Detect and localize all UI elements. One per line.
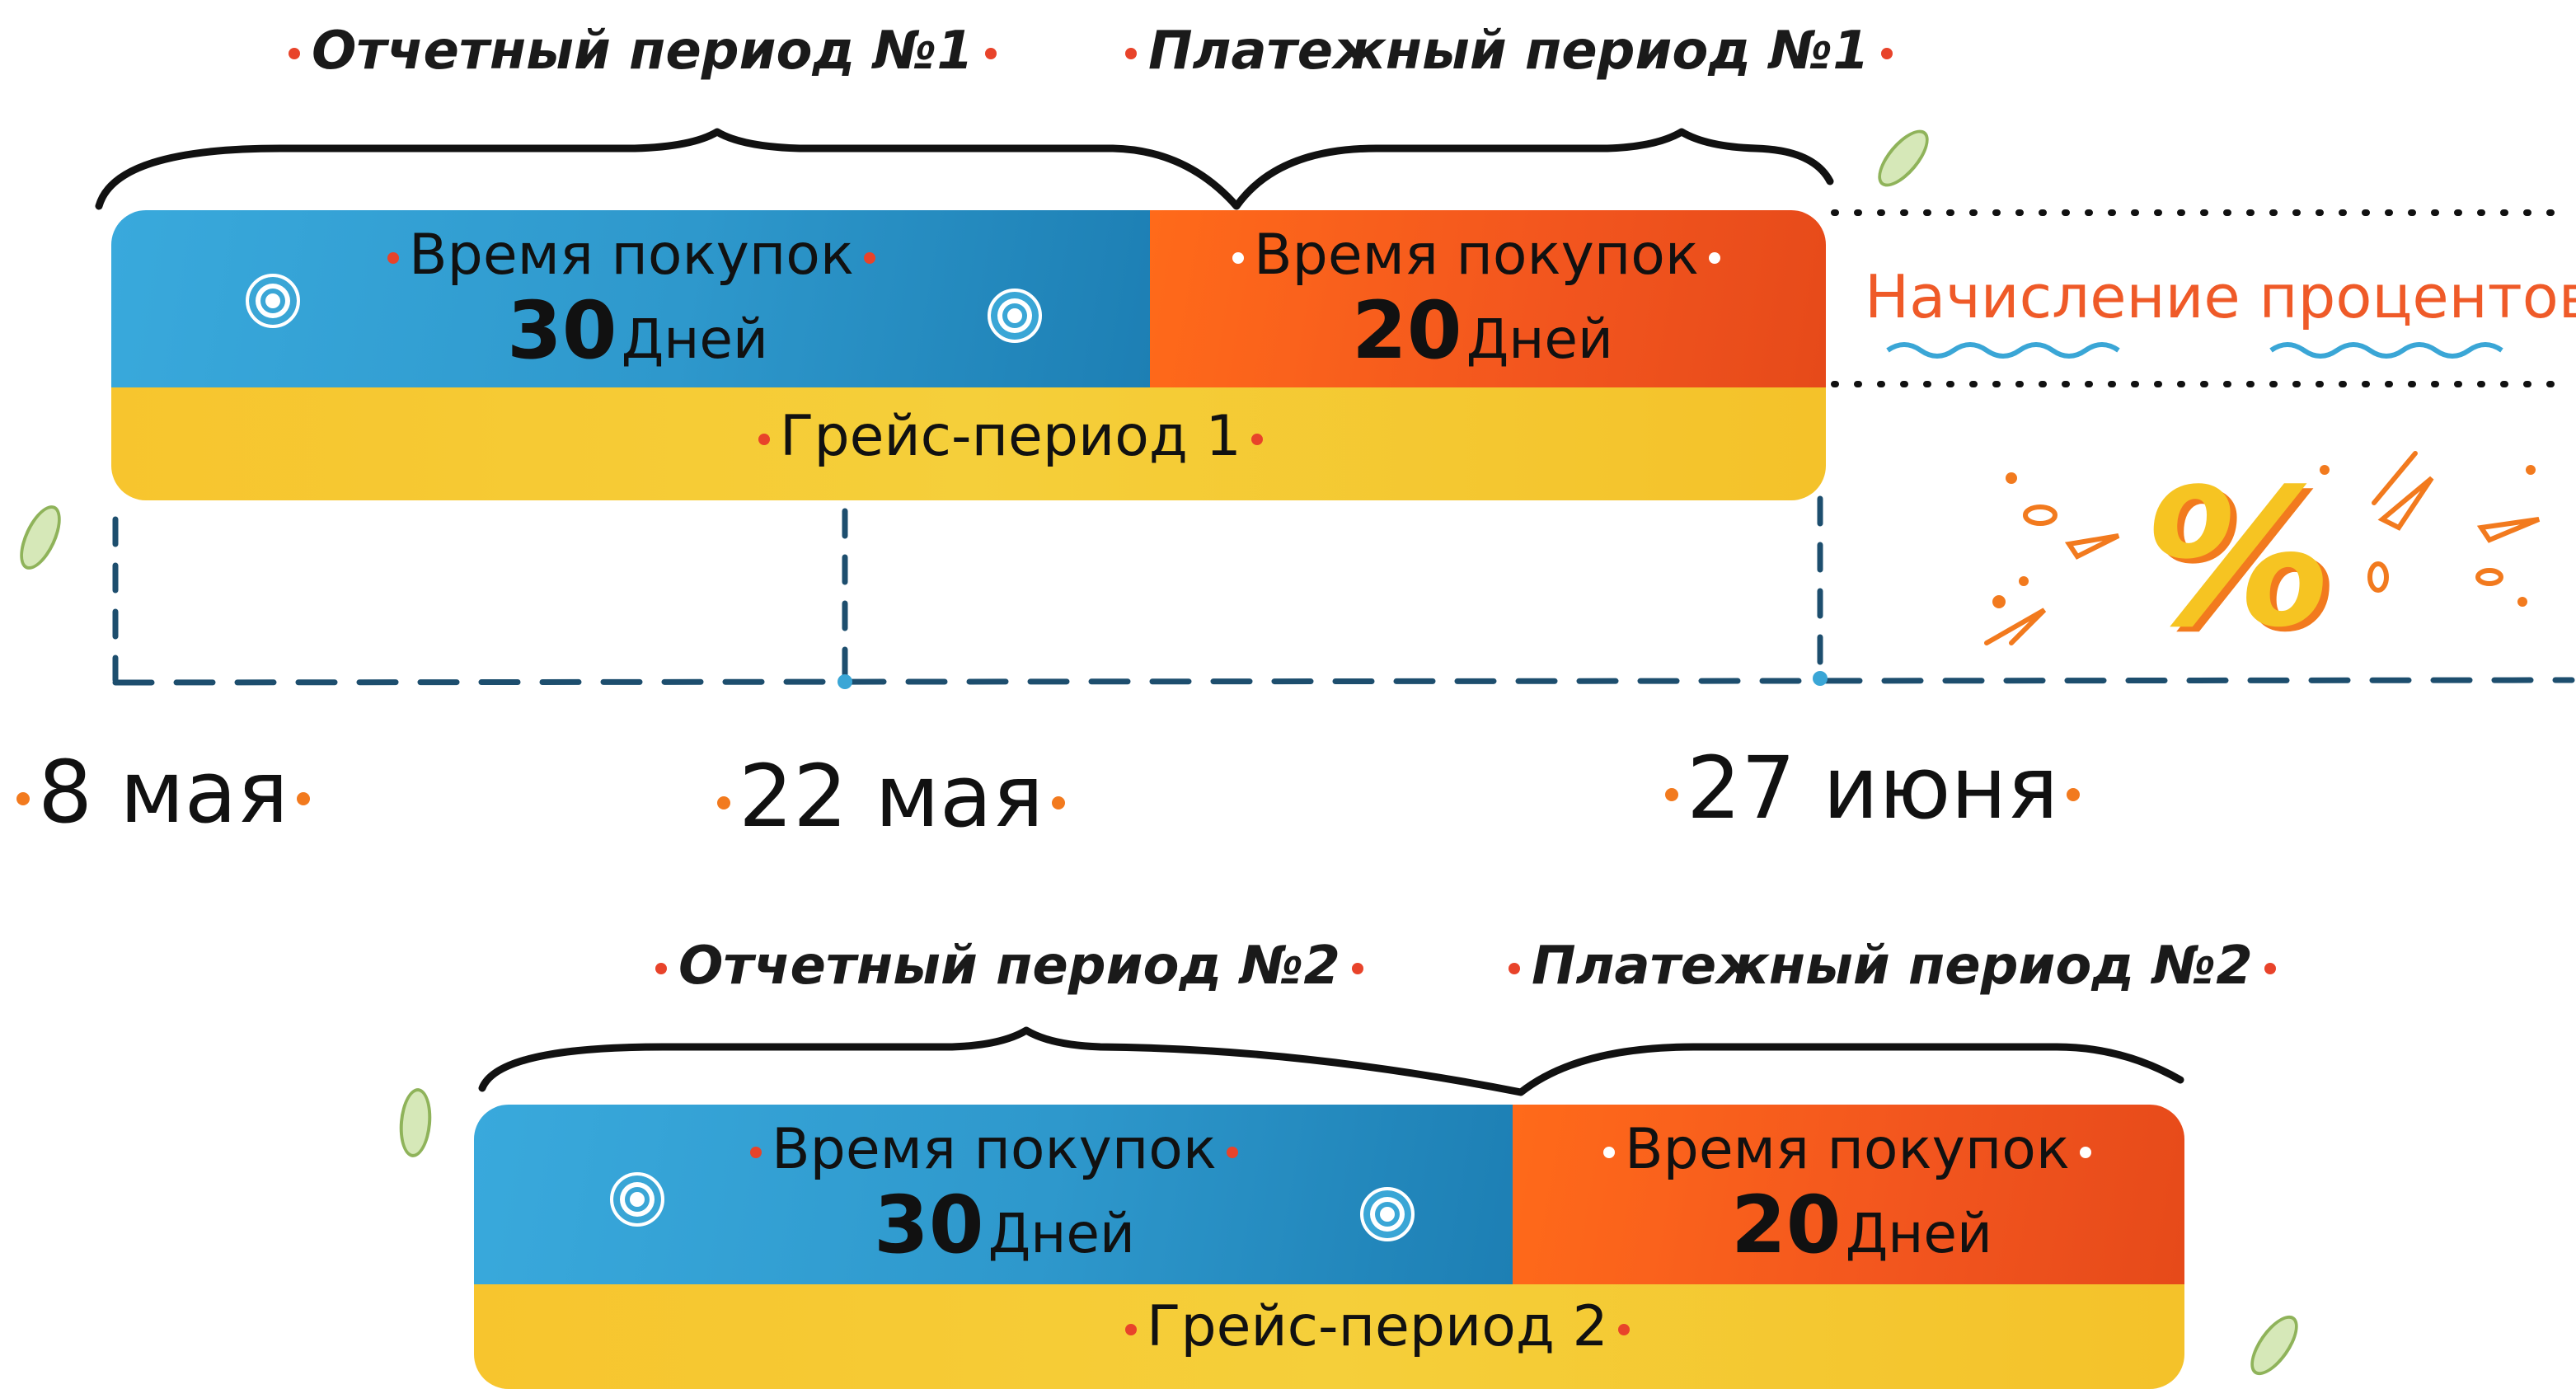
bullet-dot-icon bbox=[655, 963, 667, 975]
purchase-time-label: Время покупок bbox=[1603, 1117, 2091, 1182]
bullet-dot-icon bbox=[1351, 963, 1363, 975]
purchase-time-label: Время покупок bbox=[387, 223, 875, 288]
bullet-dot-icon bbox=[1052, 795, 1066, 809]
interest-label: Начисление процентов bbox=[1865, 262, 2576, 331]
bullet-dot-icon bbox=[863, 252, 875, 265]
grace-period-segment bbox=[111, 387, 1826, 500]
confetti-icon bbox=[1984, 451, 2541, 645]
bullet-dot-icon bbox=[1250, 434, 1263, 446]
payment-period-2-heading: Платежный период №2 bbox=[1509, 936, 2276, 997]
percent-icon: % bbox=[2143, 449, 2334, 669]
bullet-dot-icon bbox=[1665, 787, 1678, 801]
bullet-dot-icon bbox=[984, 48, 997, 60]
bullet-dot-icon bbox=[2079, 1147, 2091, 1159]
date-label: 8 мая bbox=[16, 742, 310, 842]
bullet-dot-icon bbox=[16, 791, 30, 805]
leaf-icon bbox=[396, 1086, 434, 1159]
payment-period-1-heading: Платежный период №1 bbox=[1125, 21, 1893, 82]
bullet-dot-icon bbox=[1125, 1324, 1137, 1336]
bullet-dot-icon bbox=[1708, 252, 1720, 265]
days-count: 20 Дней bbox=[1352, 284, 1613, 377]
timeline-icon bbox=[112, 495, 2575, 689]
wave-underline-icon bbox=[1886, 342, 2503, 359]
leaf-icon bbox=[2241, 1307, 2307, 1383]
bullet-dot-icon bbox=[296, 791, 310, 805]
bullet-dot-icon bbox=[289, 48, 300, 60]
grace-period-label: Грейс-период 2 bbox=[1125, 1294, 1630, 1359]
bullet-dot-icon bbox=[717, 795, 730, 809]
target-icon bbox=[610, 1172, 664, 1227]
bullet-dot-icon bbox=[1880, 48, 1893, 60]
target-icon bbox=[988, 289, 1042, 343]
purchase-time-label: Время покупок bbox=[1232, 223, 1720, 288]
days-count: 30 Дней bbox=[507, 284, 768, 377]
grace-period-label: Грейс-период 1 bbox=[758, 404, 1263, 469]
bullet-dot-icon bbox=[2264, 963, 2276, 975]
bullet-dot-icon bbox=[758, 434, 770, 446]
bullet-dot-icon bbox=[1509, 963, 1520, 975]
bullet-dot-icon bbox=[1125, 48, 1137, 60]
reporting-period-1-heading: Отчетный период №1 bbox=[289, 21, 997, 82]
date-label: 22 мая bbox=[717, 746, 1066, 847]
purchase-segment-20-days bbox=[1513, 1105, 2184, 1284]
period-bar-2 bbox=[474, 1105, 2184, 1389]
bullet-dot-icon bbox=[750, 1147, 762, 1159]
leaf-icon bbox=[1869, 121, 1938, 195]
target-icon bbox=[246, 274, 300, 328]
grace-period-segment bbox=[474, 1284, 2184, 1389]
reporting-period-2-heading: Отчетный период №2 bbox=[655, 936, 1363, 997]
bullet-dot-icon bbox=[1603, 1147, 1615, 1159]
target-icon bbox=[1360, 1187, 1415, 1241]
bullet-dot-icon bbox=[1226, 1147, 1238, 1159]
brace-1-icon bbox=[95, 128, 1834, 210]
bullet-dot-icon bbox=[1232, 252, 1244, 265]
bullet-dot-icon bbox=[1617, 1324, 1630, 1336]
brace-2-icon bbox=[478, 1026, 2184, 1096]
date-label: 27 июня bbox=[1665, 738, 2081, 838]
days-count: 20 Дней bbox=[1731, 1179, 1992, 1271]
period-bar-1 bbox=[111, 210, 1826, 500]
purchase-segment-20-days bbox=[1150, 210, 1826, 387]
bullet-dot-icon bbox=[2067, 787, 2081, 801]
days-count: 30 Дней bbox=[874, 1179, 1135, 1271]
dotted-line-icon bbox=[1831, 209, 2571, 387]
bullet-dot-icon bbox=[387, 252, 399, 265]
purchase-time-label: Время покупок bbox=[750, 1117, 1238, 1182]
leaf-icon bbox=[12, 499, 69, 576]
